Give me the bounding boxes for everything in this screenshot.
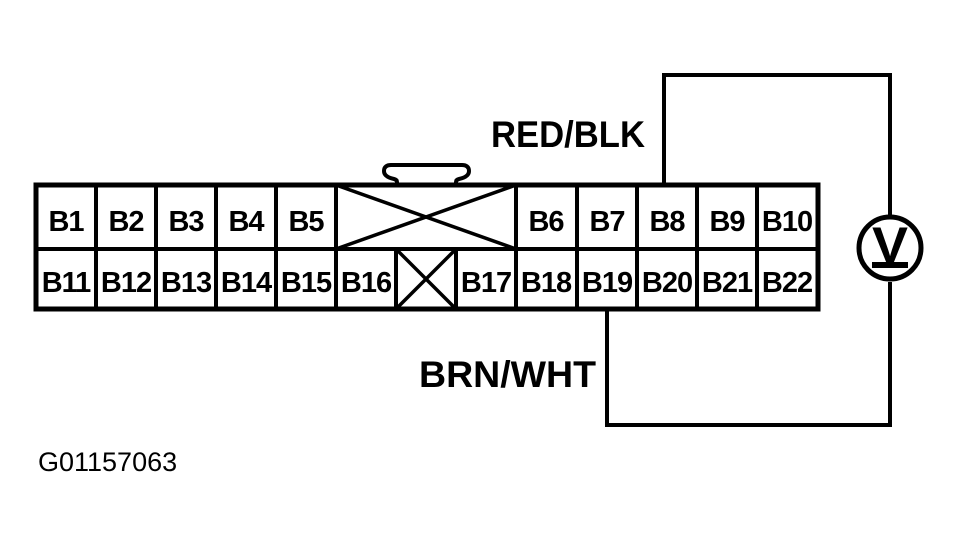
pin-cell-b7: B7 (575, 183, 639, 251)
brn-wht-wire-label: BRN/WHT (419, 354, 596, 395)
red-blk-wire-label: RED/BLK (491, 114, 645, 155)
pin-cell-b2: B2 (94, 183, 158, 251)
blocked-region-diagonal-2 (335, 183, 517, 251)
pin-label: B13 (161, 267, 212, 299)
pin-cell-b14: B14 (214, 247, 278, 311)
pin-label: B22 (762, 267, 812, 299)
blocked-cell-diagonal-2 (394, 247, 458, 311)
pin-label: B14 (221, 267, 272, 299)
pin-cell-b22: B22 (755, 247, 820, 311)
blocked-region-top (334, 183, 518, 251)
connector-outline (33, 182, 821, 312)
pin-cell-b17: B17 (454, 247, 518, 311)
connector-body: B1 B2 B3 B4 B5 (33, 182, 821, 312)
pin-label: B7 (589, 206, 624, 238)
pin-label: B16 (341, 267, 392, 299)
pin-label: B21 (702, 267, 753, 299)
pin-cell-b21: B21 (695, 247, 759, 311)
pin-cell-b9: B9 (695, 183, 759, 251)
pin-label: B19 (582, 267, 633, 299)
pin-label: B3 (168, 206, 204, 238)
connector-latch-tab (381, 163, 472, 188)
pin-label: B15 (281, 267, 332, 299)
figure-code: G01157063 (38, 447, 177, 477)
pin-box (154, 247, 218, 311)
pin-cell-b12: B12 (94, 247, 158, 311)
pin-cell-b13: B13 (154, 247, 218, 311)
pin-label: B18 (521, 267, 572, 299)
pin-cell-b1: B1 (34, 183, 98, 251)
pin-box (94, 247, 158, 311)
pin-box (334, 247, 398, 311)
pin-label: B4 (228, 206, 264, 238)
pin-cell-b4: B4 (214, 183, 278, 251)
pin-label: B6 (528, 206, 564, 238)
pin-cell-b10: B10 (755, 183, 820, 251)
pin-label: B10 (762, 206, 812, 238)
pin-cell-b6: B6 (514, 183, 579, 251)
pin-label: B11 (42, 267, 91, 299)
pin-label: B20 (642, 267, 692, 299)
blocked-cell-bottom (394, 247, 458, 311)
pin-cell-b3: B3 (154, 183, 218, 251)
brn-wht-wire (605, 282, 892, 427)
pin-cell-b8: B8 (635, 183, 699, 251)
pin-cell-b18: B18 (514, 247, 579, 311)
pin-cell-b15: B15 (274, 247, 338, 311)
pin-cell-b19: B19 (575, 247, 639, 311)
pin-label: B9 (709, 206, 745, 238)
pin-label: B12 (101, 267, 151, 299)
pin-box (214, 247, 278, 311)
pin-box (575, 247, 639, 311)
pin-box (274, 247, 338, 311)
voltmeter: V (856, 214, 924, 282)
pin-label: B2 (108, 206, 143, 238)
pin-cell-b5: B5 (274, 183, 338, 251)
pin-cell-b20: B20 (635, 247, 699, 311)
pin-label: B17 (461, 267, 511, 299)
pin-label: B8 (649, 206, 685, 238)
red-blk-wire (662, 73, 892, 216)
pin-cell-b16: B16 (334, 247, 398, 311)
pin-label: B5 (288, 206, 324, 238)
pin-label: B1 (48, 206, 84, 238)
pin-cell-b11: B11 (34, 247, 98, 311)
